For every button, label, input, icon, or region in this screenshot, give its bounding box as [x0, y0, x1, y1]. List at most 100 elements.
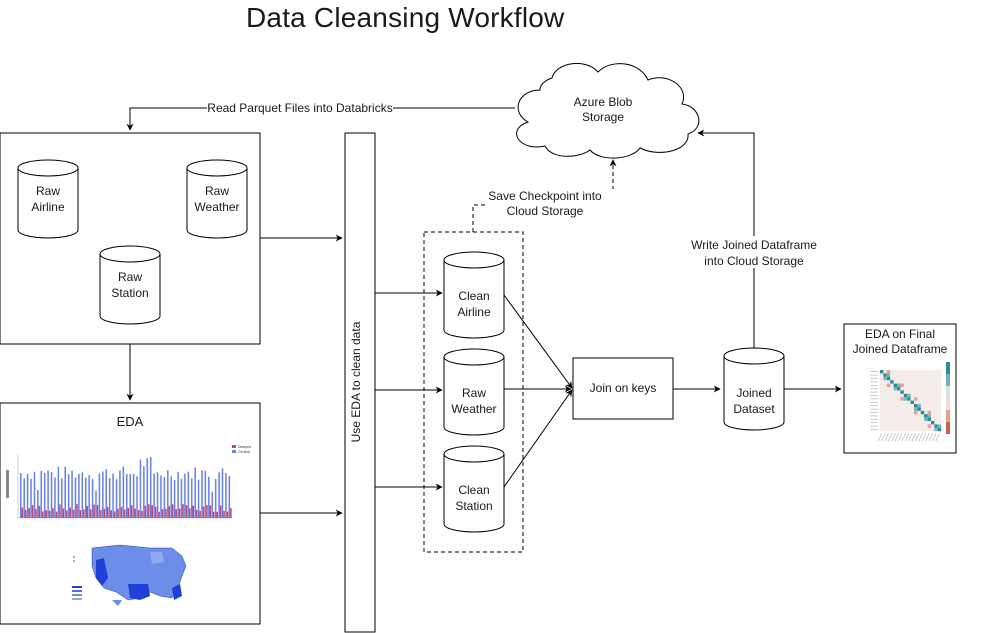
- heatmap-cell: [883, 376, 887, 381]
- eda-thumb-bar: [115, 479, 118, 518]
- eda-thumb-bar: [57, 466, 60, 518]
- eda-thumb-bar: [185, 505, 188, 518]
- eda-thumb-bar: [37, 490, 39, 518]
- heatmap-cell: [914, 410, 918, 415]
- heatmap-scale-segment: [946, 362, 950, 374]
- eda-thumb-bar: [167, 470, 169, 518]
- eda-thumb-bar: [78, 473, 80, 518]
- raw-airline-cylinder: Raw Airline: [17, 159, 79, 239]
- eda-thumb-bar: [33, 471, 36, 518]
- clean-airline-cylinder: Clean Airline: [443, 251, 505, 339]
- eda-thumb-bar: [228, 476, 231, 518]
- checkpoint-label-line1: Save Checkpoint into: [488, 189, 602, 203]
- eda-thumb-bar: [45, 510, 48, 518]
- joined-dataset-cylinder: Joined Dataset: [723, 347, 785, 431]
- joined-line1: Joined: [736, 386, 771, 400]
- heatmap-cell: [917, 404, 921, 408]
- heatmap-scale-segment: [946, 410, 950, 422]
- eda-panel-title: EDA: [117, 414, 144, 429]
- eda-thumb-bar: [54, 477, 56, 518]
- eda-thumb-bar: [161, 509, 164, 518]
- eda-thumb-bar: [83, 509, 85, 518]
- heatmap-cell: [907, 393, 911, 398]
- eda-thumb-bar: [42, 511, 44, 518]
- heatmap-col-tick: [887, 433, 893, 442]
- heatmap-cell: [927, 414, 931, 418]
- heatmap-cell: [897, 383, 901, 387]
- eda-thumb-bar: [208, 476, 210, 518]
- eda-thumb-bar: [209, 505, 212, 518]
- eda-thumb-bar: [40, 470, 43, 518]
- eda-thumb-bar: [201, 470, 203, 518]
- cloud-label-line1: Azure Blob: [574, 95, 633, 109]
- heatmap-col-tick: [935, 433, 940, 442]
- eda-thumb-bar: [120, 506, 123, 518]
- raw-weather-top-line2: Weather: [194, 200, 239, 214]
- eda-thumb-bar: [28, 507, 30, 518]
- eda-thumb-bar: [170, 476, 172, 518]
- heatmap-cell: [883, 373, 887, 377]
- eda-thumb-bar: [55, 511, 58, 518]
- eda-thumb-bar: [100, 510, 102, 518]
- heatmap-col-tick: [898, 433, 903, 442]
- eda-thumb-bar: [108, 478, 111, 518]
- eda-thumb-bar: [182, 504, 184, 518]
- final-eda-line2: Joined Dataframe: [853, 342, 948, 356]
- eda-thumb-bar: [62, 508, 65, 518]
- write-joined-line2: into Cloud Storage: [704, 254, 804, 268]
- eda-thumb-bar: [218, 472, 220, 518]
- raw-weather-top-cylinder: Raw Weather: [186, 159, 248, 239]
- eda-thumb-bar: [79, 510, 82, 518]
- eda-thumb-bar: [26, 473, 29, 518]
- heatmap-cell: [924, 414, 928, 418]
- raw-weather-mid-cylinder: Raw Weather: [443, 348, 505, 436]
- azure-blob-storage-cloud: Azure Blob Storage: [516, 62, 700, 159]
- heatmap-cell: [934, 427, 938, 432]
- heatmap-col-tick: [891, 433, 896, 442]
- eda-thumb-bar: [21, 507, 24, 518]
- final-eda-line1: EDA on Final: [865, 327, 935, 341]
- eda-thumb-bar: [72, 509, 75, 518]
- heatmap-cell: [886, 373, 891, 377]
- raw-station-line1: Raw: [118, 270, 142, 284]
- heatmap-cell: [886, 370, 891, 374]
- eda-thumb-bar: [93, 504, 95, 518]
- edge-clean-station-to-join: [503, 389, 573, 488]
- eda-thumb-bar: [204, 470, 207, 518]
- heatmap-cell: [890, 380, 894, 384]
- heatmap-cell: [903, 393, 908, 398]
- eda-thumb-bar: [190, 478, 193, 518]
- heatmap-cell: [897, 387, 901, 391]
- write-joined-line1: Write Joined Dataframe: [691, 238, 817, 252]
- eda-thumb-bar: [219, 505, 222, 518]
- eda-thumb-bar: [195, 509, 198, 518]
- eda-thumb-bar: [137, 510, 140, 518]
- final-eda-panel: EDA on Final Joined Dataframe: [843, 323, 957, 454]
- eda-thumb-bar: [165, 508, 167, 518]
- eda-thumb-bar: [96, 504, 99, 518]
- eda-thumb-bar: [31, 504, 34, 518]
- heatmap-cell: [931, 421, 935, 425]
- eda-thumb-bar: [24, 510, 27, 518]
- legend-label-on-time: On time: [238, 450, 250, 454]
- heatmap-cell: [886, 376, 891, 381]
- clean-station-line1: Clean: [458, 483, 489, 497]
- heatmap-col-tick: [928, 433, 933, 442]
- heatmap-cell: [900, 383, 904, 387]
- eda-thumb-bar: [192, 505, 195, 518]
- cloud-label-line2: Storage: [582, 110, 624, 124]
- heatmap-cell: [914, 397, 918, 401]
- heatmap-col-tick: [901, 433, 906, 442]
- eda-thumb-bar: [81, 472, 84, 518]
- eda-thumb-bar: [211, 491, 214, 518]
- heatmap-col-tick: [908, 433, 913, 442]
- eda-thumb-bar: [163, 476, 166, 518]
- heatmap-scale-segment: [946, 422, 950, 434]
- heatmap-cell: [914, 407, 918, 411]
- use-eda-to-clean-bar: Use EDA to clean data: [344, 132, 376, 633]
- eda-thumb-bar: [65, 510, 68, 518]
- eda-thumb-bar: [35, 508, 37, 518]
- eda-thumb-bar: [122, 466, 125, 518]
- raw-weather-mid-line1: Raw: [462, 386, 486, 400]
- heatmap-col-tick: [904, 433, 910, 442]
